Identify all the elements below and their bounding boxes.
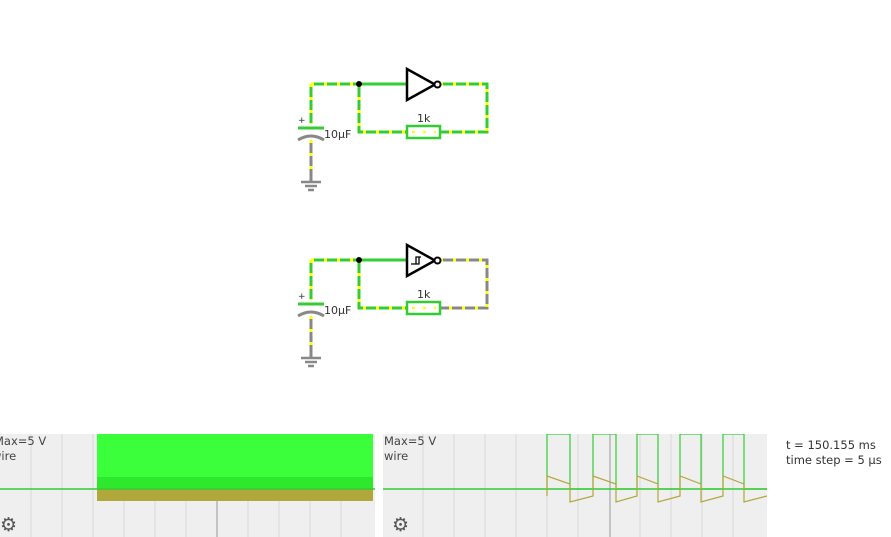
scope-1-signal-label: wire [0, 449, 17, 463]
scope-1-max-label: Max=5 V [0, 434, 47, 448]
simulation-time-step: time step = 5 µs [786, 453, 882, 467]
scope-1-secondary-fill [97, 489, 373, 501]
wire[interactable] [440, 82, 489, 134]
scope-panel-2[interactable]: Max=5 V wire ⚙ [383, 434, 767, 537]
scope-2-output-trace [546, 434, 767, 490]
capacitor-value-label: 10µF [324, 304, 352, 317]
capacitor-polarity-label: + [298, 292, 306, 302]
simulation-info-panel: t = 150.155 ms time step = 5 µs [786, 438, 882, 468]
gear-icon[interactable]: ⚙ [392, 514, 410, 536]
gear-icon[interactable]: ⚙ [0, 514, 18, 536]
scope-2-capacitor-trace [546, 475, 767, 503]
resistor-value-label: 1k [417, 112, 431, 125]
scope-1-plot [0, 434, 375, 537]
resistor-value-label: 1k [417, 288, 431, 301]
junction-node [356, 257, 362, 263]
junction-node [356, 81, 362, 87]
inverter-gate[interactable] [405, 66, 442, 103]
scope-2-plot [383, 434, 767, 537]
ground-symbol[interactable] [301, 356, 321, 368]
capacitor[interactable] [297, 126, 325, 142]
wire[interactable] [357, 84, 407, 134]
capacitor-value-label: 10µF [324, 128, 352, 141]
scope-panel-1[interactable]: Max=5 V wire ⚙ [0, 434, 375, 537]
wire[interactable] [357, 260, 407, 310]
circuit-canvas[interactable] [0, 0, 891, 430]
ground-symbol[interactable] [301, 180, 321, 192]
capacitor[interactable] [297, 302, 325, 318]
schmitt-inverter-gate[interactable] [405, 242, 442, 279]
wire[interactable] [440, 258, 489, 310]
capacitor-polarity-label: + [298, 116, 306, 126]
simulation-time: t = 150.155 ms [786, 438, 876, 452]
circuit-1[interactable] [297, 66, 489, 192]
scope-2-signal-label: wire [384, 449, 409, 463]
scope-2-max-label: Max=5 V [384, 434, 437, 448]
circuit-2[interactable] [297, 242, 489, 368]
